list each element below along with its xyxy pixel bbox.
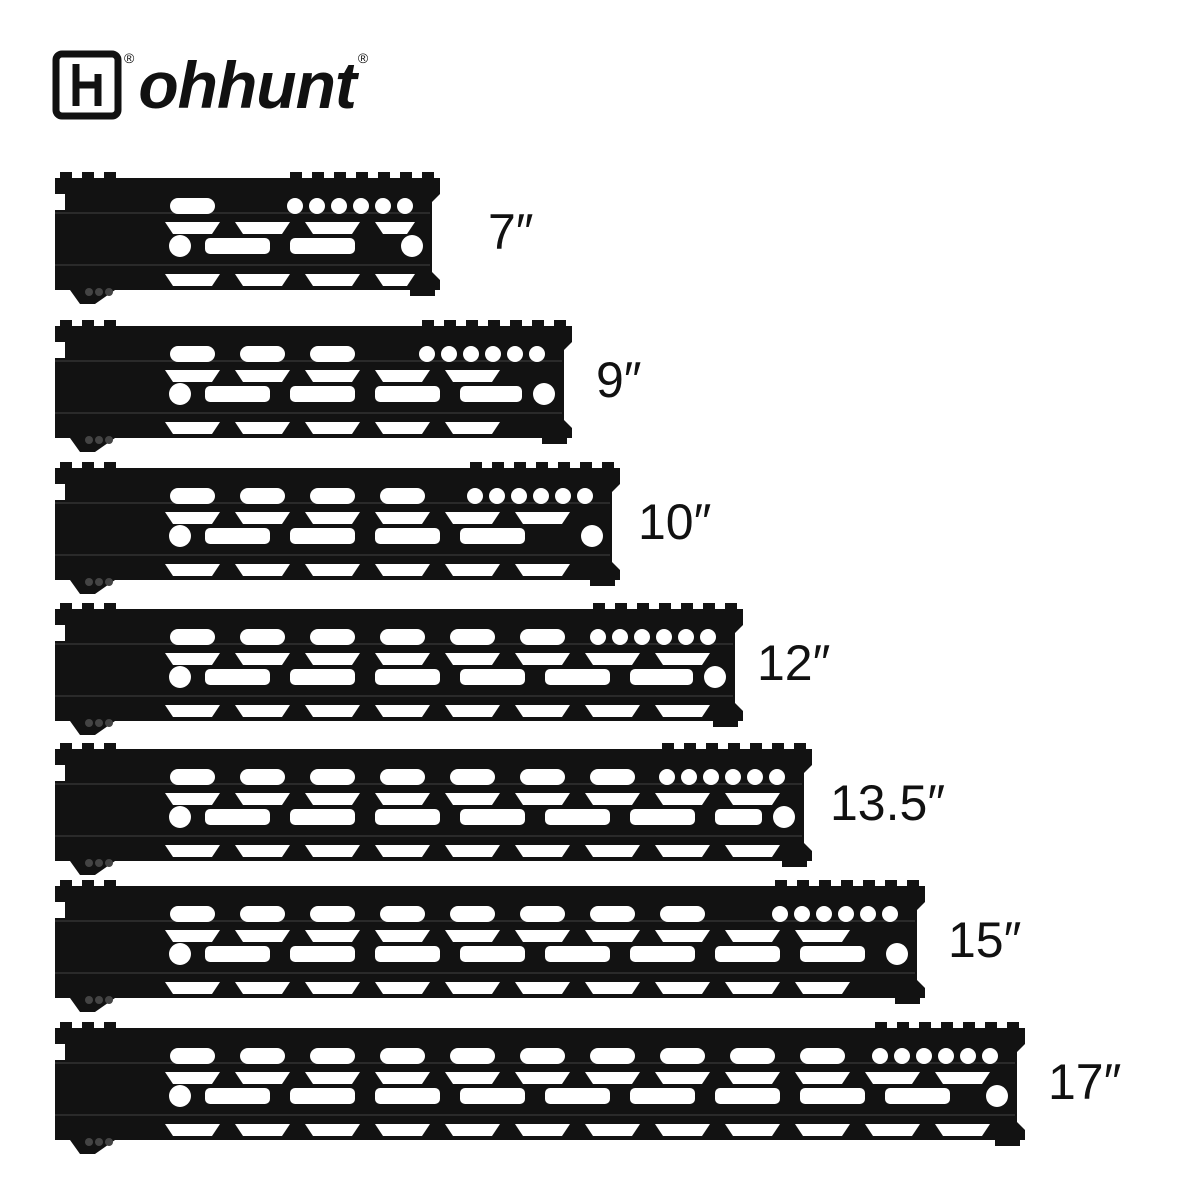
handguard-6 bbox=[55, 880, 925, 1012]
ohhunt-logo-mark-icon bbox=[52, 50, 122, 120]
brand-logo: ® ohhunt ® bbox=[52, 50, 368, 130]
handguard-2 bbox=[55, 320, 572, 452]
registered-mark: ® bbox=[124, 50, 135, 66]
size-label: 9″ bbox=[596, 352, 642, 408]
handguard-1 bbox=[55, 172, 440, 304]
size-label: 17″ bbox=[1048, 1054, 1122, 1110]
handguard-3 bbox=[55, 462, 620, 594]
size-label: 12″ bbox=[757, 635, 831, 691]
handguard-4 bbox=[55, 603, 743, 735]
handguard-5 bbox=[55, 743, 812, 875]
size-label: 13.5″ bbox=[830, 775, 946, 831]
size-label: 10″ bbox=[638, 494, 712, 550]
registered-mark: ® bbox=[357, 50, 369, 66]
size-label: 15″ bbox=[948, 912, 1022, 968]
handguard-7 bbox=[55, 1022, 1025, 1154]
size-label: 7″ bbox=[488, 204, 534, 260]
brand-name: ohhunt bbox=[138, 48, 357, 122]
